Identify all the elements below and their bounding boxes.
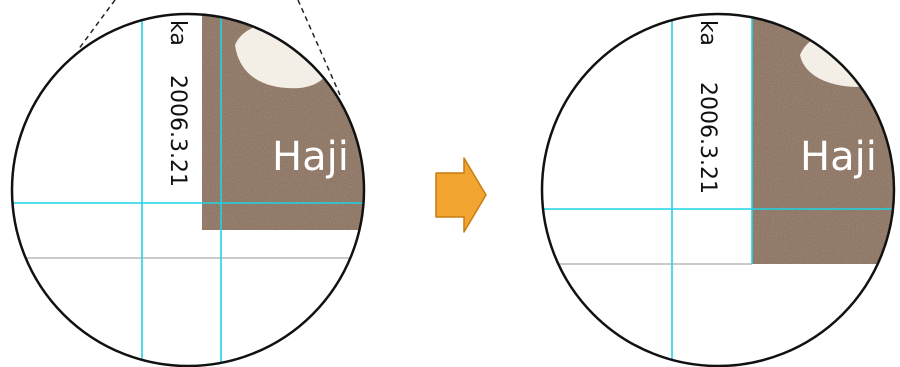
photo-region: Haji — [202, 0, 402, 230]
vertical-date-text: 2006.3.21 — [165, 75, 190, 187]
after-zoom-circle: Haji ka 2006.3.21 — [530, 0, 900, 367]
photo-region: Haji — [752, 0, 900, 264]
photo-caption: Haji — [272, 134, 349, 180]
right-arrow-icon — [436, 158, 486, 232]
vertical-date-text: 2006.3.21 — [695, 82, 720, 194]
before-zoom-circle: Haji ka 2006.3.21 — [0, 0, 402, 367]
photo-caption: Haji — [800, 134, 877, 180]
vertical-text-top: ka — [165, 20, 190, 46]
vertical-text-top: ka — [695, 20, 720, 46]
